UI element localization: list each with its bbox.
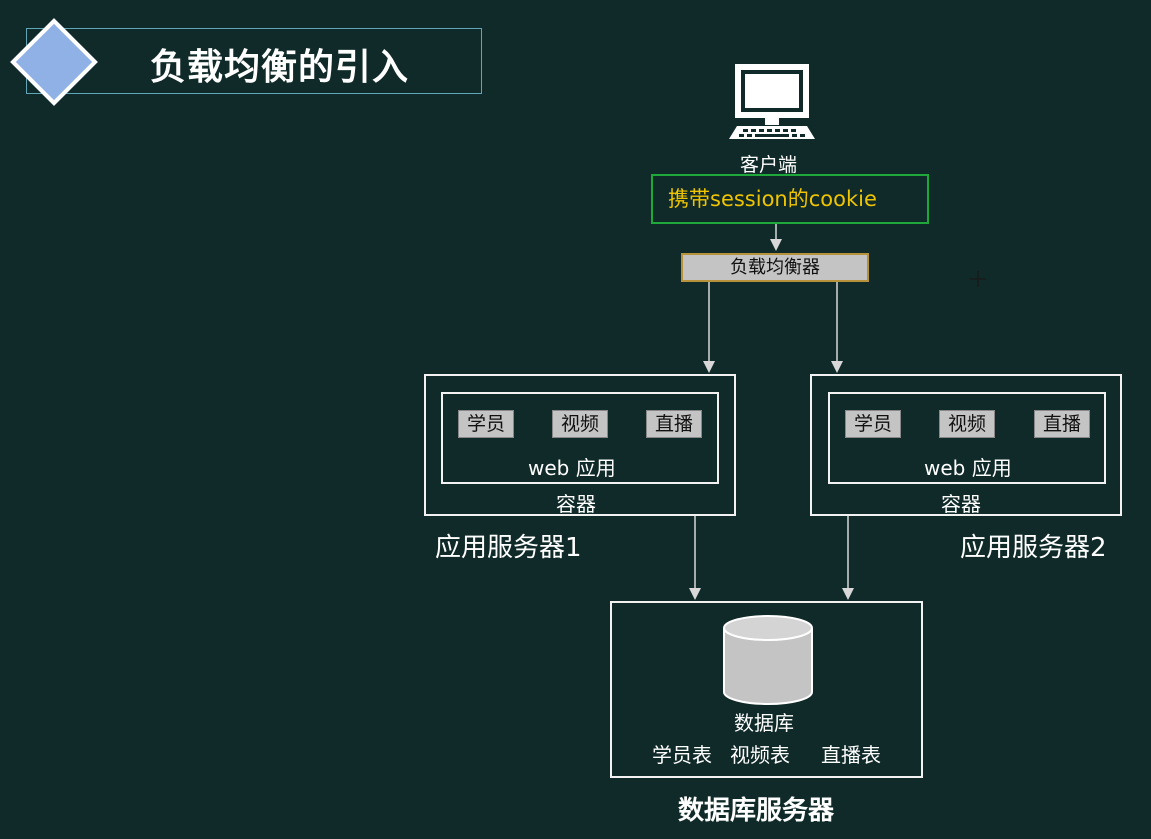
db-table-video: 视频表 <box>730 743 790 767</box>
client-label: 客户端 <box>740 154 798 176</box>
app-server-2-container-box <box>810 374 1122 516</box>
cookie-box <box>651 174 929 224</box>
server-1-module-student: 学员 <box>458 410 514 438</box>
app-server-1-web-app-box <box>441 392 719 484</box>
server-2-module-student: 学员 <box>845 410 901 438</box>
database-server-name: 数据库服务器 <box>678 796 835 826</box>
server-2-module-live: 直播 <box>1034 410 1090 438</box>
server-2-container-label: 容器 <box>941 492 981 516</box>
database-label: 数据库 <box>734 711 794 735</box>
database-server-box <box>610 601 923 778</box>
cookie-label: 携带session的cookie <box>668 187 877 211</box>
app-server-1-container-box <box>424 374 736 516</box>
db-table-student: 学员表 <box>652 743 712 767</box>
app-server-2-name: 应用服务器2 <box>960 533 1107 563</box>
diamond-icon <box>6 14 102 110</box>
db-table-live: 直播表 <box>821 743 881 767</box>
server-1-web-app-label: web 应用 <box>528 456 616 480</box>
server-2-web-app-label: web 应用 <box>924 456 1012 480</box>
app-server-2-web-app-box <box>828 392 1106 484</box>
slide-title: 负载均衡的引入 <box>150 47 410 88</box>
app-server-1-name: 应用服务器1 <box>435 533 582 563</box>
database-cylinder-icon <box>723 615 813 705</box>
load-balancer-box: 负载均衡器 <box>681 253 869 282</box>
server-1-module-video: 视频 <box>552 410 608 438</box>
server-1-container-label: 容器 <box>556 492 596 516</box>
server-2-module-video: 视频 <box>939 410 995 438</box>
server-1-module-live: 直播 <box>646 410 702 438</box>
computer-icon <box>729 64 815 139</box>
